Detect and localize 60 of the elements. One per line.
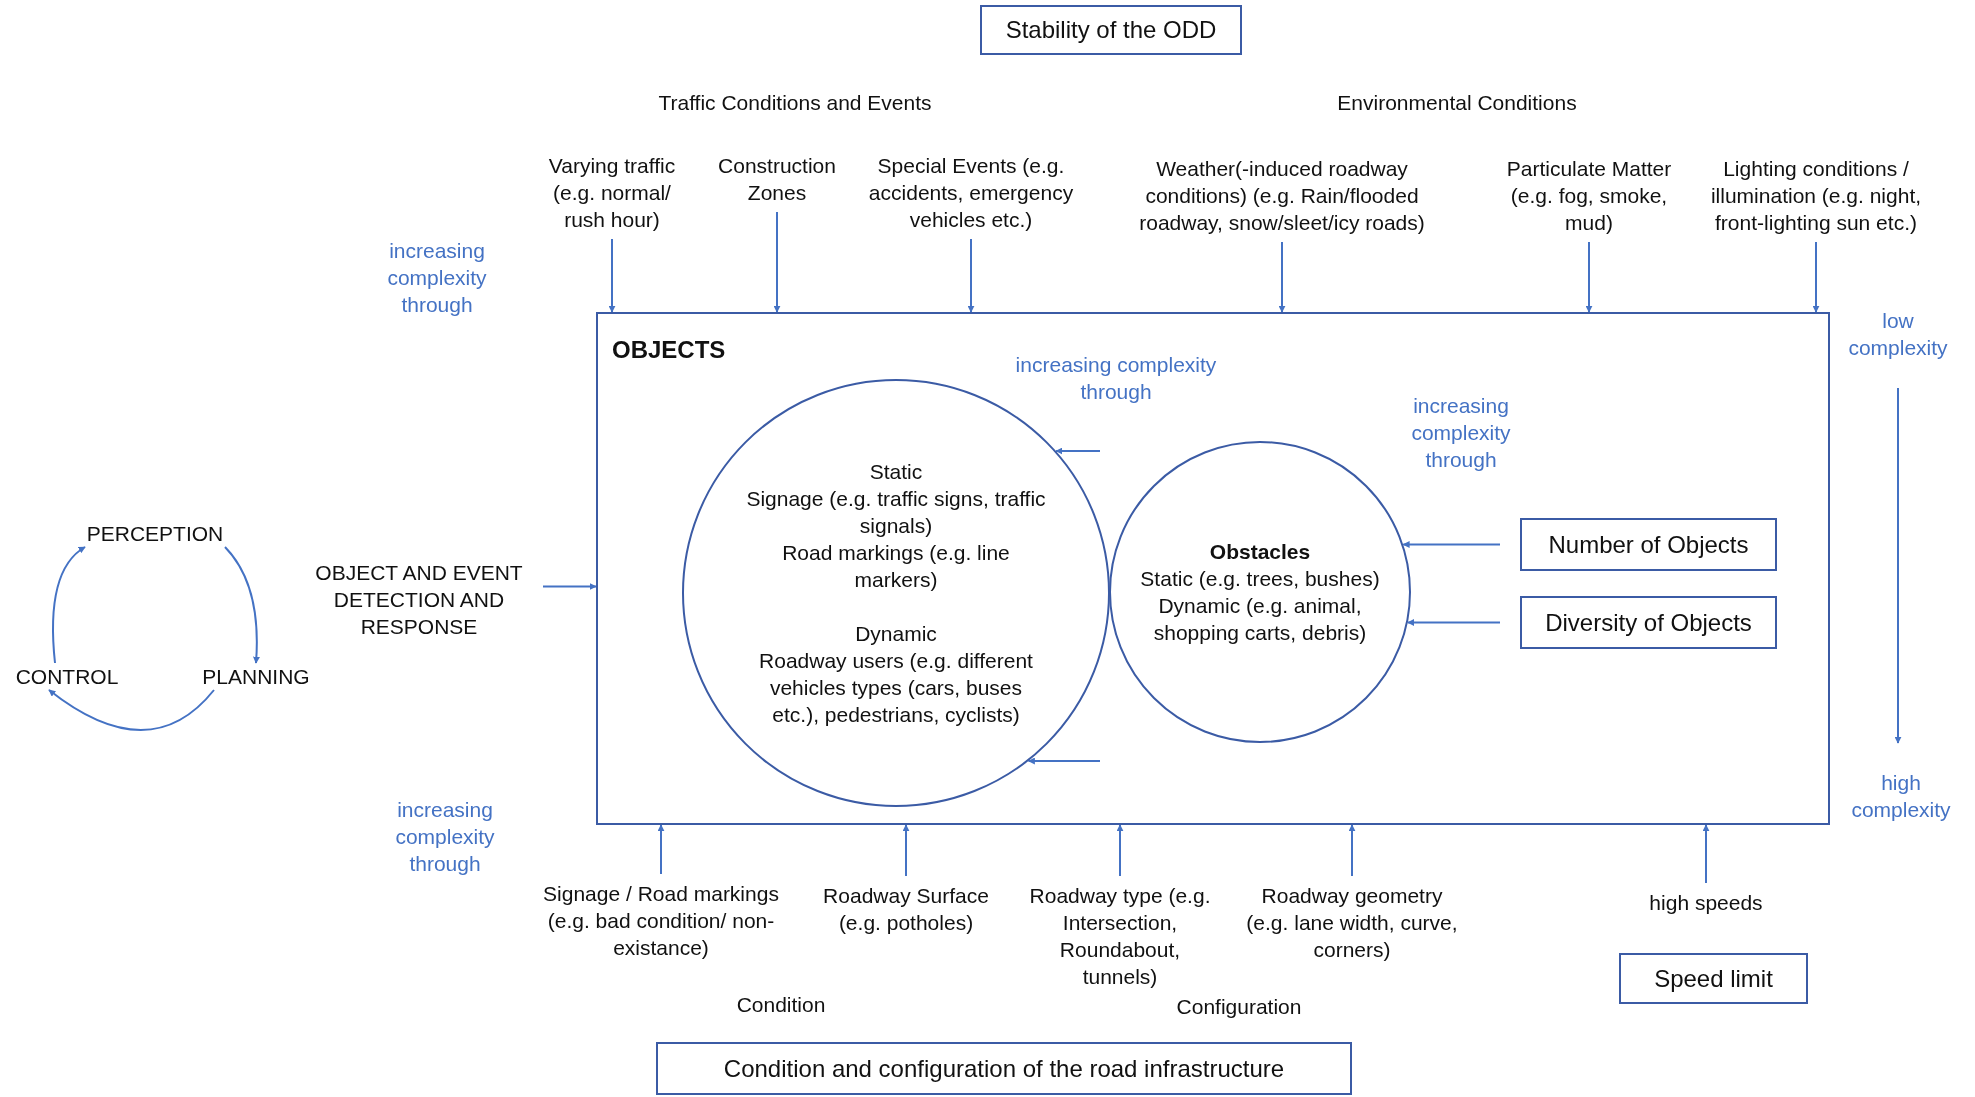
cycle-step-text: PLANNING	[196, 663, 316, 690]
arrow	[1116, 824, 1124, 877]
factor-text: Roadway geometry (e.g. lane width, curve, corners)	[1240, 882, 1464, 963]
factor-text: Signage / Road markings (e.g. bad condition/ non-existance)	[524, 880, 798, 961]
complexity-note: increasing complexity through	[1410, 392, 1512, 473]
circle-text: Dynamic (e.g. animal, shopping carts, debris)	[1152, 593, 1368, 646]
arrow	[1348, 824, 1356, 877]
factor-box: Number of Objects	[1520, 518, 1777, 571]
complexity-note: increasing complexity through	[1014, 352, 1218, 405]
arrow	[657, 824, 665, 875]
circle-text: Static	[869, 459, 923, 485]
arrow	[542, 583, 597, 590]
factor-text: Varying traffic (e.g. normal/ rush hour)	[542, 152, 682, 233]
group-heading: Configuration	[1175, 993, 1303, 1020]
arrow	[773, 211, 781, 313]
arrow	[1055, 447, 1101, 455]
group-heading: Condition	[735, 991, 827, 1018]
circle-text: Road markings (e.g. line markers)	[781, 540, 1011, 593]
process-text: OBJECT AND EVENT DETECTION AND RESPONSE	[299, 559, 539, 640]
complexity-note: increasing complexity through	[386, 237, 488, 318]
circle-text: Static (e.g. trees, bushes)	[1140, 566, 1380, 592]
arrow	[1027, 757, 1101, 765]
arrow	[48, 689, 215, 731]
circle-text: Roadway users (e.g. different vehicles types (cars, buses etc.), pedestrians, cyclists)	[758, 648, 1034, 728]
arrow	[1402, 541, 1501, 548]
circle-text: Signage (e.g. traffic signs, traffic signals)	[746, 486, 1046, 539]
factor-text: Roadway type (e.g. Intersection, Roundabout, tunnels)	[1022, 882, 1218, 990]
title-box: Stability of the ODD	[980, 5, 1242, 55]
group-heading: Traffic Conditions and Events	[657, 89, 933, 116]
arrow	[1702, 824, 1710, 884]
arrow	[224, 546, 260, 664]
arrow	[1585, 241, 1593, 313]
factor-text: Construction Zones	[707, 152, 847, 206]
factor-box: Speed limit	[1619, 953, 1808, 1004]
arrow	[608, 238, 616, 313]
cycle-step-text: PERCEPTION	[85, 520, 225, 547]
circle-text: Dynamic	[855, 621, 937, 647]
factor-text: Particulate Matter (e.g. fog, smoke, mud)	[1490, 155, 1688, 236]
title-box: Condition and configuration of the road infrastructure	[656, 1042, 1352, 1095]
factor-text: Lighting conditions / illumination (e.g. night, front-lighting sun etc.)	[1692, 155, 1940, 236]
cycle-step-text: CONTROL	[7, 663, 127, 690]
arrow	[902, 824, 910, 877]
complexity-note: increasing complexity through	[394, 796, 496, 877]
arrow	[1406, 619, 1501, 626]
obstacles-circle	[1109, 441, 1411, 743]
circle-heading: Obstacles	[1209, 539, 1311, 565]
complexity-note: high complexity	[1850, 770, 1952, 823]
factor-box: Diversity of Objects	[1520, 596, 1777, 649]
factor-text: Roadway Surface (e.g. potholes)	[811, 882, 1001, 936]
group-heading: Environmental Conditions	[1336, 89, 1578, 116]
factor-text: high speeds	[1636, 889, 1776, 916]
arrow	[1812, 241, 1820, 313]
section-heading: OBJECTS	[612, 336, 726, 364]
arrow	[1278, 241, 1286, 313]
objects-frame	[596, 312, 1830, 825]
arrow	[967, 238, 975, 313]
arrow	[52, 546, 86, 664]
factor-text: Special Events (e.g. accidents, emergency vehicles etc.)	[846, 152, 1096, 233]
complexity-note: low complexity	[1847, 308, 1949, 361]
factor-text: Weather(-induced roadway conditions) (e.g. Rain/flooded roadway, snow/sleet/icy roads)	[1112, 155, 1452, 236]
